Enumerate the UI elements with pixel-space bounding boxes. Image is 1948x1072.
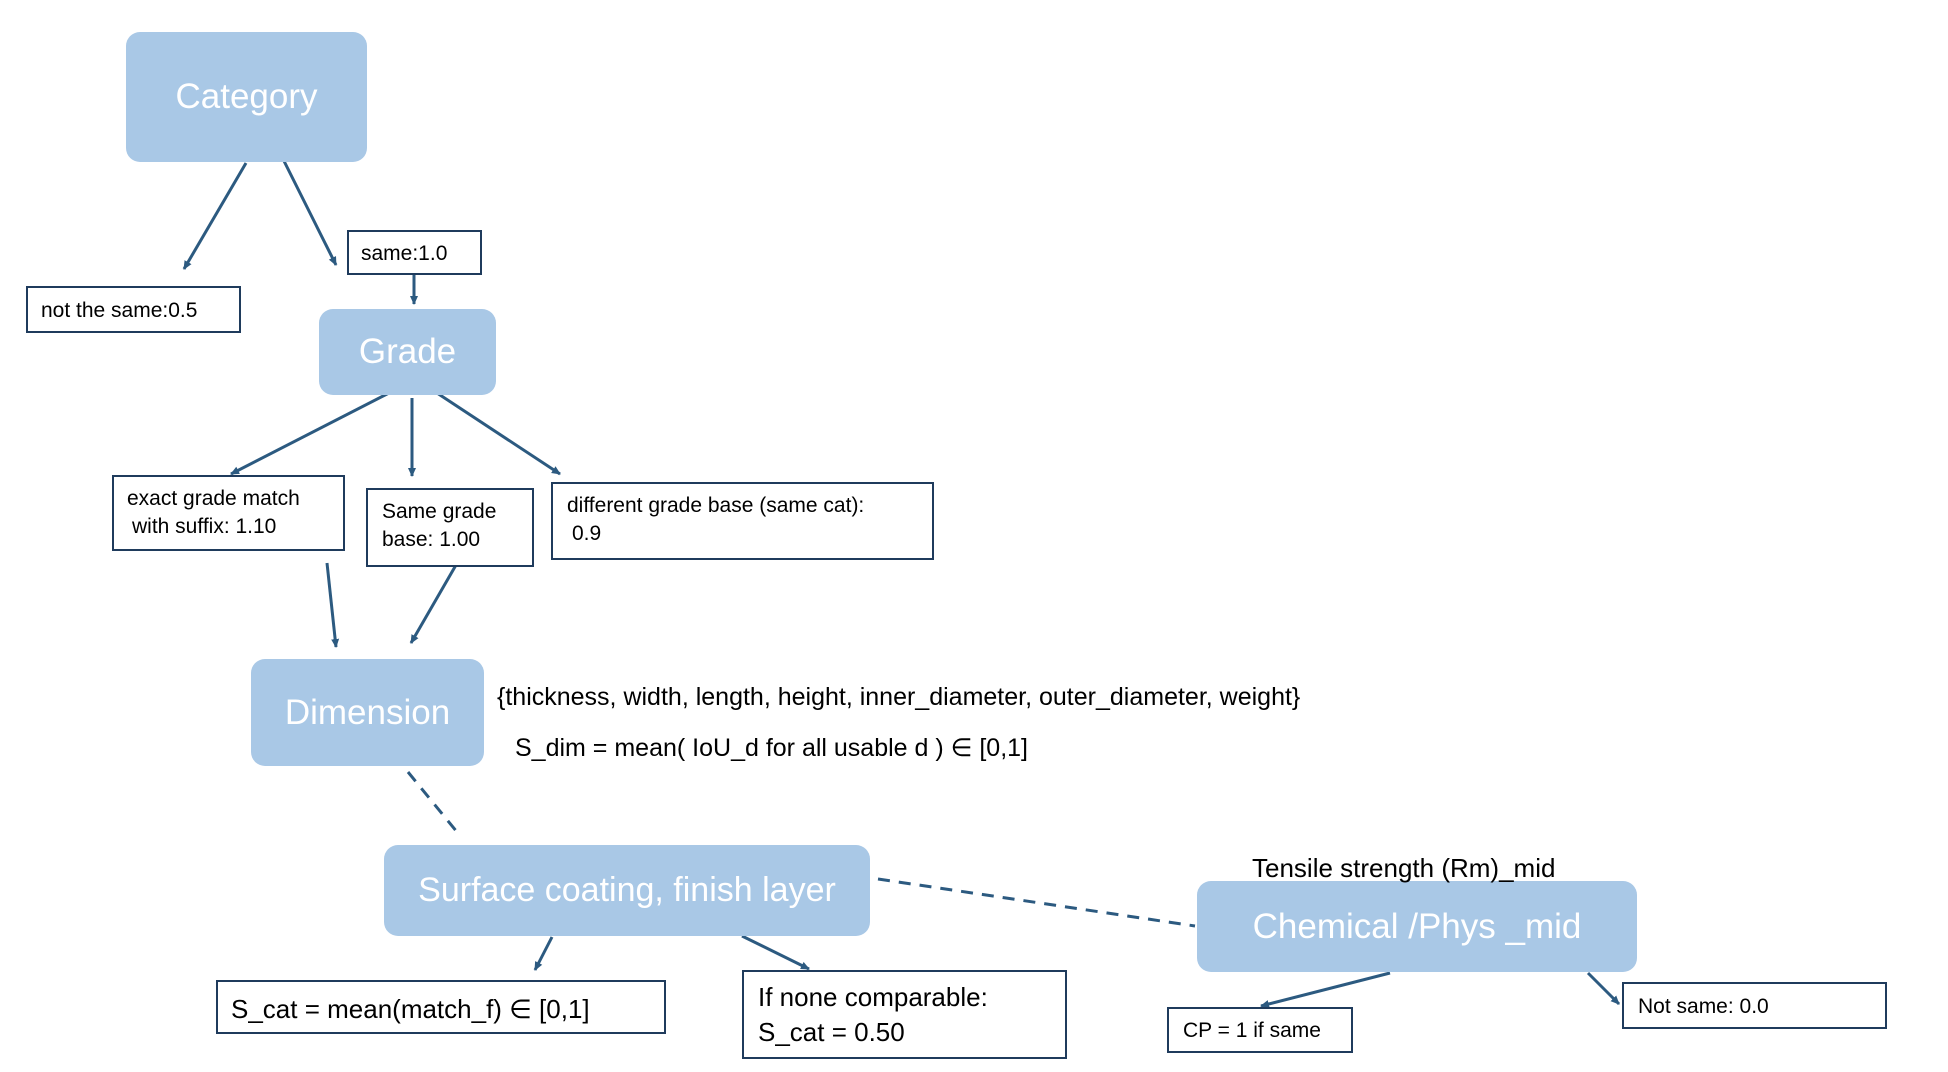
node-category: Category — [126, 32, 367, 162]
label-not-same-text: not the same:0.5 — [41, 299, 198, 322]
arrow-grade-to-exact — [230, 391, 390, 476]
label-same: same:1.0 — [347, 230, 482, 275]
label-not-same: not the same:0.5 — [26, 286, 241, 333]
arrow-chemical-to-not-same — [1586, 971, 1621, 1006]
diff-grade-base-line-2: 0.9 — [572, 522, 602, 546]
none-comparable-line-1: If none comparable: — [758, 982, 988, 1012]
arrow-grade-to-diff-base — [436, 391, 561, 476]
arrow-surface-to-s-cat — [533, 936, 554, 971]
label-same-grade-base: Same grade base: 1.00 — [366, 488, 534, 567]
node-grade: Grade — [319, 309, 496, 395]
node-surface-coating: Surface coating, finish layer — [384, 845, 870, 936]
arrow-chemical-to-cp — [1260, 971, 1391, 1008]
not-same-chem-text: Not same: 0.0 — [1638, 995, 1769, 1018]
arrow-same-base-to-dimension — [409, 564, 458, 644]
none-comparable-line-2: S_cat = 0.50 — [758, 1017, 905, 1048]
label-s-cat-mean: S_cat = mean(match_f) ∈ [0,1] — [216, 980, 666, 1034]
tensile-strength-annotation: Tensile strength (Rm)_mid — [1252, 853, 1556, 883]
node-chemical-phys: Chemical /Phys _mid — [1197, 881, 1637, 972]
exact-grade-line-1: exact grade match — [127, 487, 300, 510]
cp-same-text: CP = 1 if same — [1183, 1019, 1321, 1042]
arrow-category-to-not-same — [182, 162, 248, 270]
dimension-formula-annotation: S_dim = mean( IoU_d for all usable d ) ∈… — [515, 734, 1029, 762]
s-cat-mean-text: S_cat = mean(match_f) ∈ [0,1] — [231, 994, 590, 1024]
label-cp-same: CP = 1 if same — [1167, 1007, 1353, 1053]
dashed-surface-to-chemical — [877, 877, 1196, 928]
same-grade-base-line-2: base: 1.00 — [382, 528, 481, 552]
label-different-grade-base: different grade base (same cat): 0.9 — [551, 482, 934, 560]
same-grade-base-line-1: Same grade — [382, 500, 497, 523]
label-none-comparable: If none comparable: S_cat = 0.50 — [742, 970, 1067, 1059]
node-dimension: Dimension — [251, 659, 484, 766]
exact-grade-line-2: with suffix: 1.10 — [132, 515, 277, 539]
label-not-same-chem: Not same: 0.0 — [1622, 982, 1887, 1029]
diff-grade-base-line-1: different grade base (same cat): — [567, 494, 865, 517]
label-exact-grade-match: exact grade match with suffix: 1.10 — [112, 475, 345, 551]
dimension-set-annotation: {thickness, width, length, height, inner… — [497, 683, 1301, 711]
arrow-surface-to-none-comparable — [741, 934, 810, 971]
dashed-dimension-to-surface — [406, 771, 459, 833]
arrow-category-to-same — [281, 158, 338, 266]
label-same-text: same:1.0 — [361, 242, 448, 265]
arrow-exact-to-dimension — [325, 562, 340, 648]
